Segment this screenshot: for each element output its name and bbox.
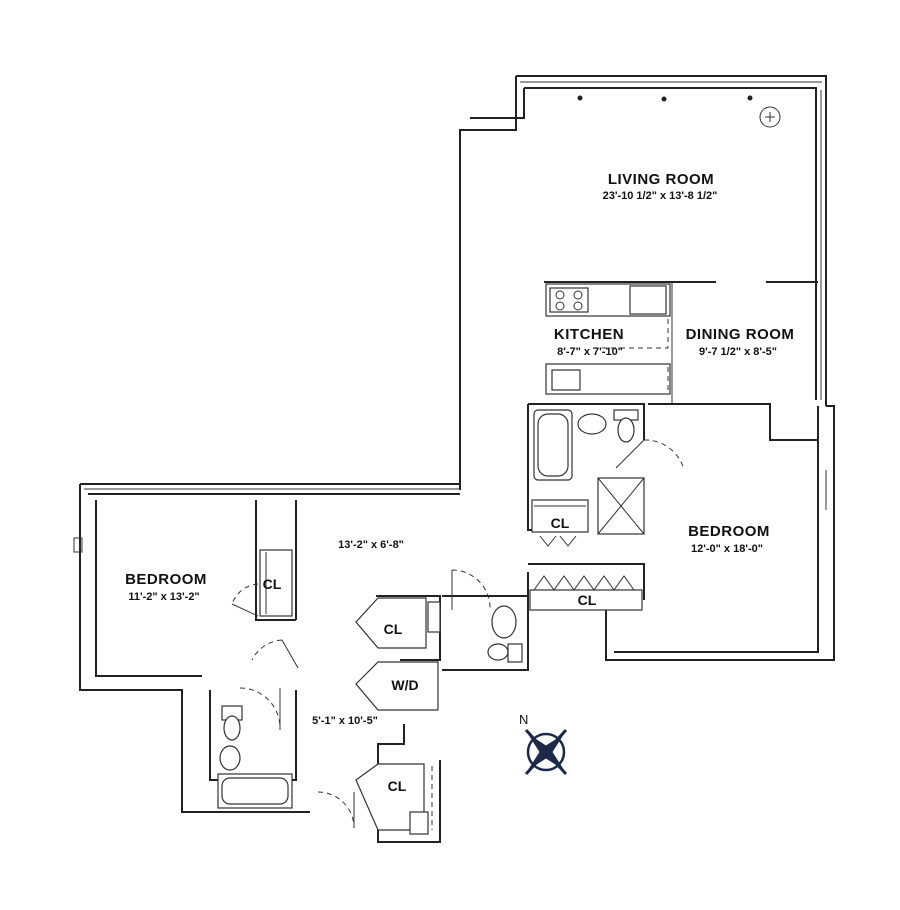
compass-icon: N [519, 712, 568, 776]
north-label: N [519, 712, 528, 727]
foyer-dims: 13'-2" x 6'-8" [338, 539, 404, 551]
kitchen-name: KITCHEN [554, 326, 624, 343]
living-room-dims: 23'-10 1/2" x 13'-8 1/2" [603, 190, 718, 202]
closet-label: CL [263, 576, 282, 592]
closet-label: CL [578, 592, 597, 608]
kitchen-dims: 8'-7" x 7'-10" [557, 346, 623, 358]
left-bedroom-name: BEDROOM [125, 571, 207, 588]
closet-label: CL [388, 778, 407, 794]
closet-labels: CL CL CL CL W/D CL [263, 515, 597, 794]
interior-walls [209, 281, 818, 843]
hall-dims: 5'-1" x 10'-5" [312, 715, 378, 727]
light-fixture-icon [759, 106, 781, 128]
closet-label: CL [384, 621, 403, 637]
left-bedroom-dims: 11'-2" x 13'-2" [128, 591, 199, 603]
washer-dryer-label: W/D [391, 677, 418, 693]
dining-room-name: DINING ROOM [686, 326, 795, 343]
room-labels: LIVING ROOM 23'-10 1/2" x 13'-8 1/2" KIT… [125, 171, 794, 727]
closet-label: CL [551, 515, 570, 531]
right-bedroom-dims: 12'-0" x 18'-0" [691, 543, 763, 555]
dining-room-dims: 9'-7 1/2" x 8'-5" [699, 346, 777, 358]
exterior-walls [73, 75, 835, 813]
ceiling-fixtures [577, 95, 781, 128]
living-room-name: LIVING ROOM [608, 171, 714, 188]
right-bedroom-name: BEDROOM [688, 523, 770, 540]
